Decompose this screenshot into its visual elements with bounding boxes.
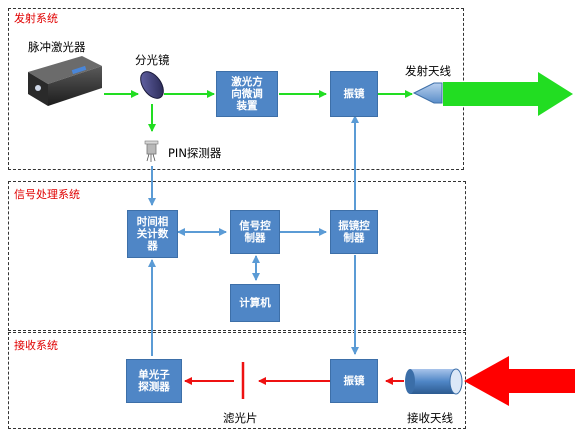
transmit-antenna-icon (412, 82, 443, 104)
transmit-mirror-box: 振镜 (330, 71, 378, 117)
single-photon-detector-box: 单光子 探测器 (126, 359, 182, 403)
pulsed-laser-icon (28, 56, 102, 106)
receive-mirror-box: 振镜 (330, 359, 378, 403)
receive-antenna-label: 接收天线 (407, 411, 453, 425)
signal-section-title: 信号处理系统 (14, 188, 80, 201)
receive-antenna-icon (405, 368, 463, 395)
beam-splitter-icon (140, 71, 164, 99)
transmit-beam (104, 90, 413, 132)
signal-controller-box: 信号控 制器 (230, 210, 280, 254)
incoming-beam-arrow (464, 356, 575, 406)
receive-section-title: 接收系统 (14, 339, 58, 352)
pin-detector-label: PIN探测器 (168, 146, 222, 160)
filter-label: 滤光片 (223, 411, 258, 425)
pin-detector-icon (144, 140, 159, 162)
computer-box: 计算机 (230, 284, 280, 322)
mirror-controller-box: 振镜控 制器 (330, 210, 378, 254)
transmit-section-title: 发射系统 (14, 12, 58, 25)
signal-lines (148, 115, 359, 356)
beam-steering-box: 激光方 向微调 装置 (216, 71, 278, 117)
signal-section (8, 181, 466, 331)
time-correlated-counter-box: 时间相 关计数 器 (127, 210, 178, 258)
beam-splitter-label: 分光镜 (135, 53, 170, 67)
pulsed-laser-label: 脉冲激光器 (28, 40, 86, 54)
output-beam-arrow (443, 72, 573, 116)
transmit-antenna-label: 发射天线 (405, 64, 451, 78)
